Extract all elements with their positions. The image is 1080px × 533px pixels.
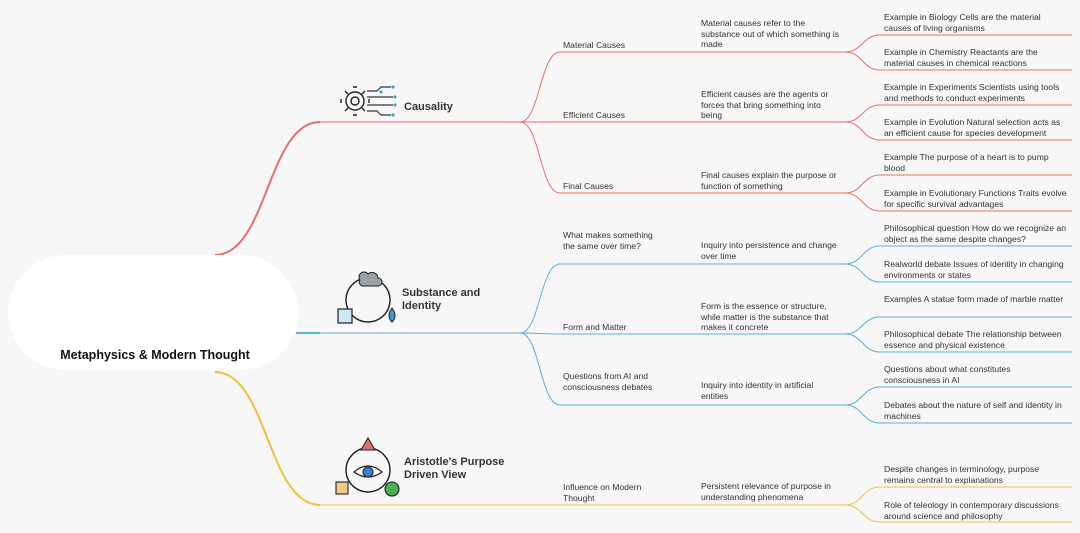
topic-label[interactable]: Efficient Causes <box>563 110 625 120</box>
edge-root-to-branch <box>214 371 321 506</box>
example-label[interactable]: Example The purpose of a heart is to pum… <box>884 152 1049 173</box>
edge-detail-to-example <box>844 404 881 424</box>
example-label[interactable]: Example in Chemistry Reactants are the m… <box>884 47 1038 68</box>
detail-label[interactable]: Form is the essence or structure, while … <box>701 301 829 333</box>
example-label[interactable]: Example in Evolutionary Functions Traits… <box>884 188 1067 209</box>
detail-label[interactable]: Final causes explain the purpose or func… <box>701 170 837 191</box>
edge-detail-to-example <box>844 245 881 265</box>
topic-label[interactable]: Questions from AI and consciousness deba… <box>563 371 653 392</box>
example-label[interactable]: Example in Biology Cells are the materia… <box>884 12 1041 33</box>
shapes-cycle-icon <box>337 271 396 324</box>
edge-branch-to-topic <box>519 332 561 335</box>
topic-label[interactable]: Influence on Modern Thought <box>563 482 642 503</box>
edge-branch-to-topic <box>519 263 561 334</box>
example-label[interactable]: Role of teleology in contemporary discus… <box>884 500 1059 521</box>
edge-detail-to-example <box>844 174 881 194</box>
edge-detail-to-example <box>844 316 881 335</box>
example-label[interactable]: Example in Experiments Scientists using … <box>884 82 1060 103</box>
detail-label[interactable]: Inquiry into identity in artificial enti… <box>701 380 814 401</box>
example-label[interactable]: Example in Evolution Natural selection a… <box>884 117 1061 138</box>
edge-branch-to-topic <box>519 51 561 123</box>
example-label[interactable]: Questions about what constitutes conscio… <box>884 364 1011 385</box>
edge-detail-to-example <box>844 121 881 141</box>
branch-label[interactable]: Causality <box>404 101 453 113</box>
example-label[interactable]: Examples A statue form made of marble ma… <box>884 294 1064 304</box>
example-label[interactable]: Philosophical debate The relationship be… <box>884 329 1062 350</box>
eye-shapes-icon <box>335 436 400 497</box>
example-label[interactable]: Philosophical question How do we recogni… <box>884 223 1067 244</box>
edge-branch-to-topic <box>519 332 561 406</box>
edges <box>214 34 1072 523</box>
topic-label[interactable]: Form and Matter <box>563 322 627 332</box>
edge-detail-to-example <box>844 51 881 71</box>
topic-label[interactable]: Material Causes <box>563 40 626 50</box>
branch-label[interactable]: Substance and Identity <box>402 287 481 312</box>
edge-detail-to-example <box>844 386 881 406</box>
edge-detail-to-example <box>844 263 881 283</box>
detail-label[interactable]: Inquiry into persistence and change over… <box>701 240 837 261</box>
example-label[interactable]: Realworld debate Issues of identity in c… <box>884 259 1064 280</box>
edge-detail-to-example <box>844 192 881 212</box>
edge-branch-to-topic <box>519 121 561 194</box>
gear-circuit-icon <box>340 85 397 117</box>
detail-label[interactable]: Material causes refer to the substance o… <box>701 18 840 50</box>
edge-detail-to-example <box>844 34 881 53</box>
root-title[interactable]: Metaphysics & Modern Thought <box>60 348 250 362</box>
edge-detail-to-example <box>844 104 881 123</box>
detail-label[interactable]: Efficient causes are the agents or force… <box>701 89 829 121</box>
edge-detail-to-example <box>844 333 881 353</box>
root-bubble <box>8 255 298 370</box>
example-label[interactable]: Despite changes in terminology, purpose … <box>884 464 1040 485</box>
example-label[interactable]: Debates about the nature of self and ide… <box>884 400 1062 421</box>
edge-detail-to-example <box>844 486 881 506</box>
detail-label[interactable]: Persistent relevance of purpose in under… <box>701 481 831 502</box>
topic-label[interactable]: Final Causes <box>563 181 614 191</box>
topic-label[interactable]: What makes something the same over time? <box>563 230 653 251</box>
edge-detail-to-example <box>844 504 881 523</box>
edge-root-to-branch <box>214 121 321 256</box>
branch-label[interactable]: Aristotle's Purpose Driven View <box>404 456 505 481</box>
